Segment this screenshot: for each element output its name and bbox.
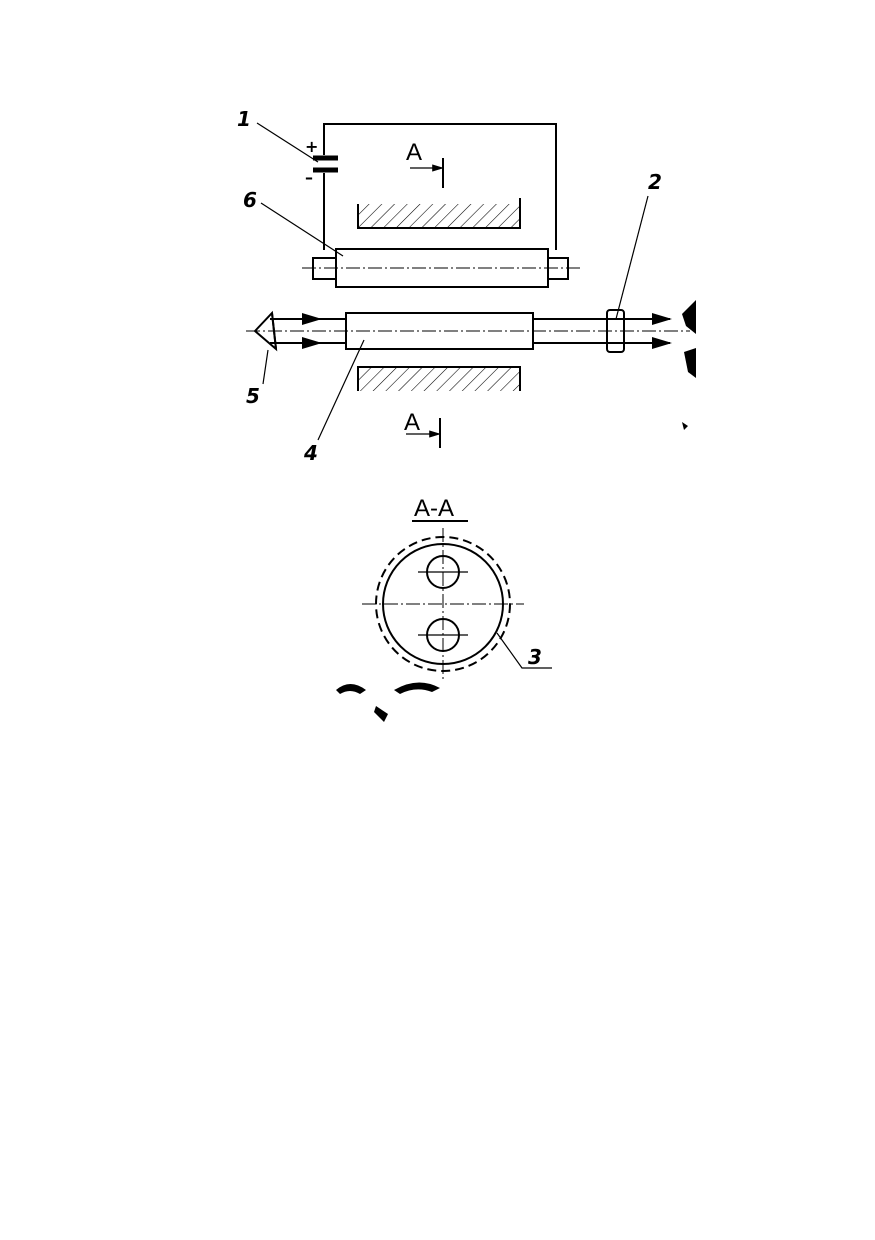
leader-3 — [496, 632, 552, 669]
svg-text:A: A — [406, 139, 422, 166]
collar-2 — [606, 309, 625, 353]
electrode-6 — [302, 248, 580, 288]
label-5: 5 — [246, 384, 260, 408]
plus-sign: + — [305, 137, 318, 156]
svg-text:A-A: A-A — [414, 495, 454, 522]
leader-1 — [256, 122, 319, 163]
leader-2 — [615, 195, 649, 320]
section-mark-top: A — [406, 139, 445, 188]
label-4: 4 — [303, 441, 318, 465]
svg-text:A: A — [404, 409, 420, 436]
battery-symbol — [313, 155, 338, 173]
section-view-a-a — [362, 528, 524, 680]
leader-5 — [262, 349, 269, 385]
scan-artifacts — [336, 300, 696, 722]
minus-sign: – — [305, 168, 313, 187]
label-2: 2 — [648, 170, 662, 194]
section-view-title: A-A — [412, 495, 468, 522]
cone-5 — [253, 310, 278, 352]
label-1: 1 — [237, 107, 251, 131]
leader-6 — [260, 202, 344, 257]
upper-hatched-block — [357, 198, 521, 229]
section-mark-bottom: A — [404, 409, 442, 448]
leader-4 — [317, 339, 365, 441]
circuit-wire — [323, 123, 557, 250]
rod-4-assembly — [246, 312, 690, 350]
label-3: 3 — [528, 645, 542, 669]
lower-hatched-block — [357, 366, 521, 391]
label-6: 6 — [243, 188, 257, 212]
